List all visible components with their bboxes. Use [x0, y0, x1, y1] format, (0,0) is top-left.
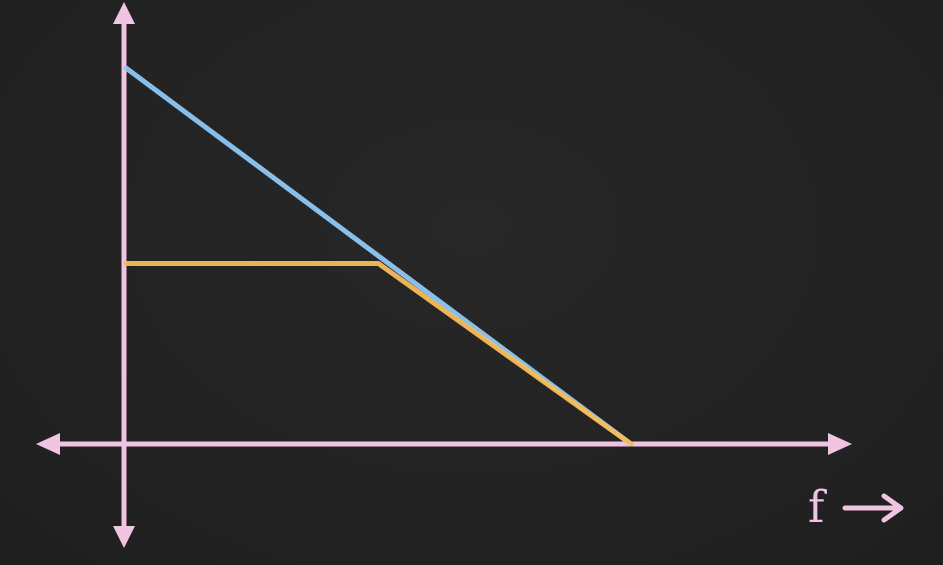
- y-axis-bottom-arrowhead: [113, 526, 135, 548]
- axes: [36, 2, 852, 548]
- x-axis-left-arrowhead: [36, 433, 60, 455]
- y-axis-top-arrowhead: [113, 2, 135, 24]
- series-line-2: [123, 261, 634, 447]
- x-axis-right-arrowhead: [828, 433, 852, 455]
- x-axis-label-text: f: [808, 482, 825, 533]
- right-arrow-icon: [842, 493, 904, 523]
- x-axis-label: f: [808, 480, 906, 536]
- series-layer: [123, 65, 634, 447]
